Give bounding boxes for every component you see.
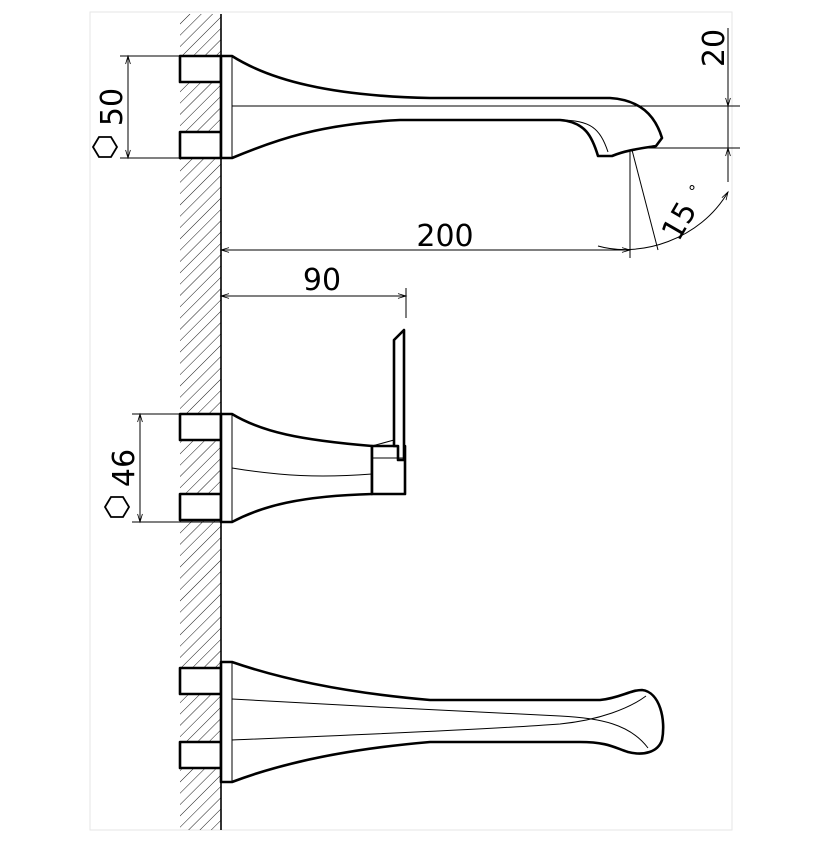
dim-spout-angle-label: 15 <box>655 196 704 247</box>
dim-spout-drop: 20 <box>620 28 740 182</box>
dim-handle-depth: 90 <box>219 263 408 318</box>
dim-spout-length: 200 <box>219 152 632 258</box>
dim-handle-depth-label: 90 <box>303 263 341 298</box>
dim-handle-hex-label: 46 <box>107 449 142 487</box>
spout-side-view <box>178 54 664 160</box>
handle-side-view <box>178 328 407 524</box>
spout-top-view <box>178 660 665 784</box>
hexagon-icon <box>103 496 131 518</box>
dim-handle-hex: 46 <box>103 412 221 524</box>
dim-spout-angle: 15 ° <box>597 149 729 251</box>
dim-top-hex: 50 <box>91 54 221 160</box>
hexagon-icon <box>91 136 119 158</box>
drawing-frame <box>89 11 733 831</box>
dim-spout-length-label: 200 <box>416 219 473 254</box>
dim-spout-drop-label: 20 <box>697 29 732 67</box>
dim-top-hex-label: 50 <box>95 88 130 126</box>
dim-spout-angle-unit: ° <box>688 182 696 201</box>
